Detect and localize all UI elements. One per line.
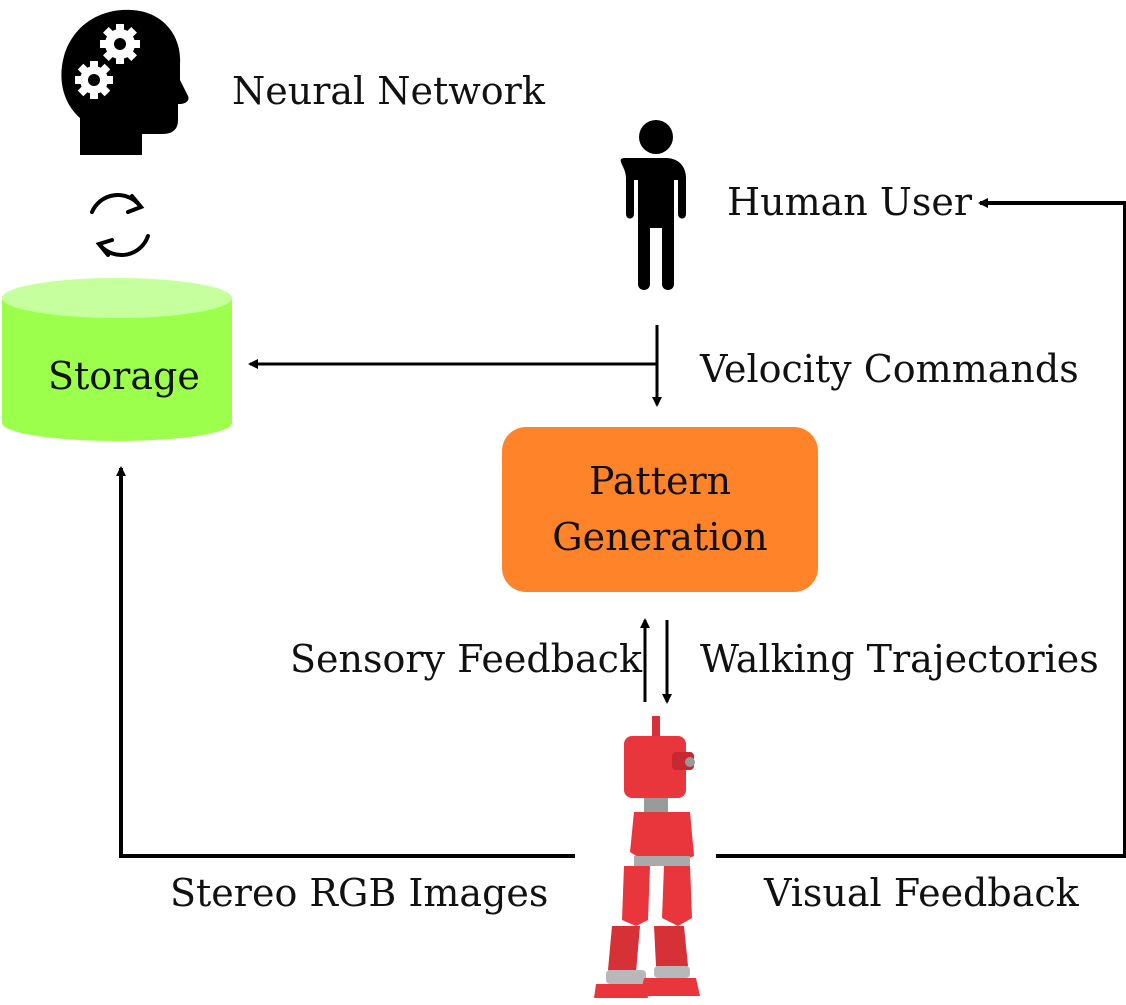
sensory-feedback-label: Sensory Feedback	[290, 637, 642, 681]
head-with-gears-icon	[61, 9, 189, 155]
person-icon	[620, 120, 686, 290]
human-user-label: Human User	[727, 180, 973, 224]
visual-feedback-arrow	[716, 198, 1126, 858]
stereo-rgb-images-label: Stereo RGB Images	[170, 871, 549, 915]
stereo-images-arrow	[116, 466, 575, 858]
neural-network-label: Neural Network	[232, 69, 545, 113]
walking-trajectories-label: Walking Trajectories	[700, 637, 1099, 681]
database-cylinder-icon	[2, 278, 232, 441]
refresh-cycle-icon	[90, 193, 150, 258]
velocity-commands-label: Velocity Commands	[700, 347, 1079, 391]
visual-feedback-label: Visual Feedback	[764, 871, 1079, 915]
pattern-generation-line1: Pattern	[588, 459, 732, 504]
humanoid-robot-icon	[594, 716, 700, 998]
pattern-generation-line2: Generation	[552, 514, 768, 559]
storage-label: Storage	[48, 354, 200, 398]
pattern-generation-box: Pattern Generation	[502, 427, 818, 592]
